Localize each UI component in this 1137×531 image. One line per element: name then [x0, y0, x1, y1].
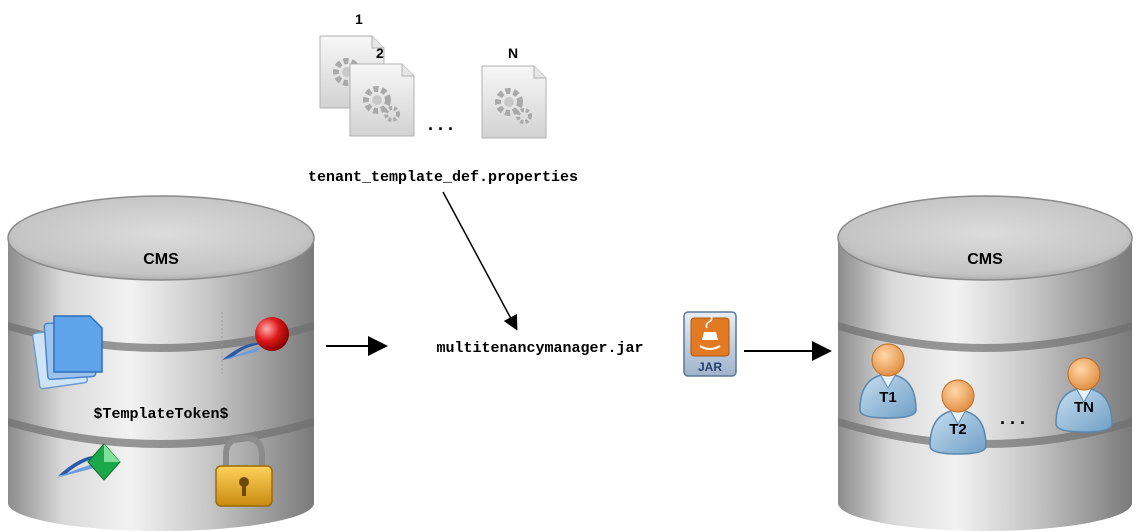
manager-jar-label: multitenancymanager.jar — [436, 340, 643, 357]
padlock-icon — [215, 434, 273, 507]
pin-icon — [222, 317, 289, 360]
documents-icon — [31, 315, 103, 390]
tenant-label-tn: TN — [1074, 399, 1094, 416]
jar-icon-text: JAR — [698, 360, 722, 374]
template-token-label: $TemplateToken$ — [93, 406, 228, 423]
manager-group: multitenancymanager.jar JAR — [436, 311, 737, 377]
tenant-t2: T2 — [929, 379, 987, 455]
tenant-tn: TN — [1055, 357, 1113, 433]
properties-filename: tenant_template_def.properties — [308, 169, 578, 186]
target-cms-label: CMS — [967, 251, 1003, 268]
tenant-t1: T1 — [859, 343, 917, 419]
file-label-n: N — [508, 45, 518, 61]
gear-document-icon — [350, 64, 414, 136]
tenant-ellipsis: . . . — [1000, 408, 1025, 428]
source-cms-database: CMS $TemplateToken$ — [7, 195, 315, 531]
flow-arrows — [326, 191, 832, 361]
tenant-label-t1: T1 — [879, 389, 897, 406]
file-label-2: 2 — [376, 45, 384, 61]
file-label-1: 1 — [355, 11, 363, 27]
java-jar-icon: JAR — [683, 311, 737, 377]
source-cms-label: CMS — [143, 251, 179, 268]
file-ellipsis: . . . — [428, 114, 453, 134]
target-cms-database: CMS T1 T2 . . . TN — [837, 195, 1133, 531]
gear-document-icon — [482, 66, 546, 138]
tenant-label-t2: T2 — [949, 421, 967, 438]
diamond-icon — [56, 443, 121, 481]
template-files-group: 1 2 . . . N tenant_template_def.properti… — [308, 11, 578, 186]
arrow-properties-to-manager — [442, 191, 518, 331]
